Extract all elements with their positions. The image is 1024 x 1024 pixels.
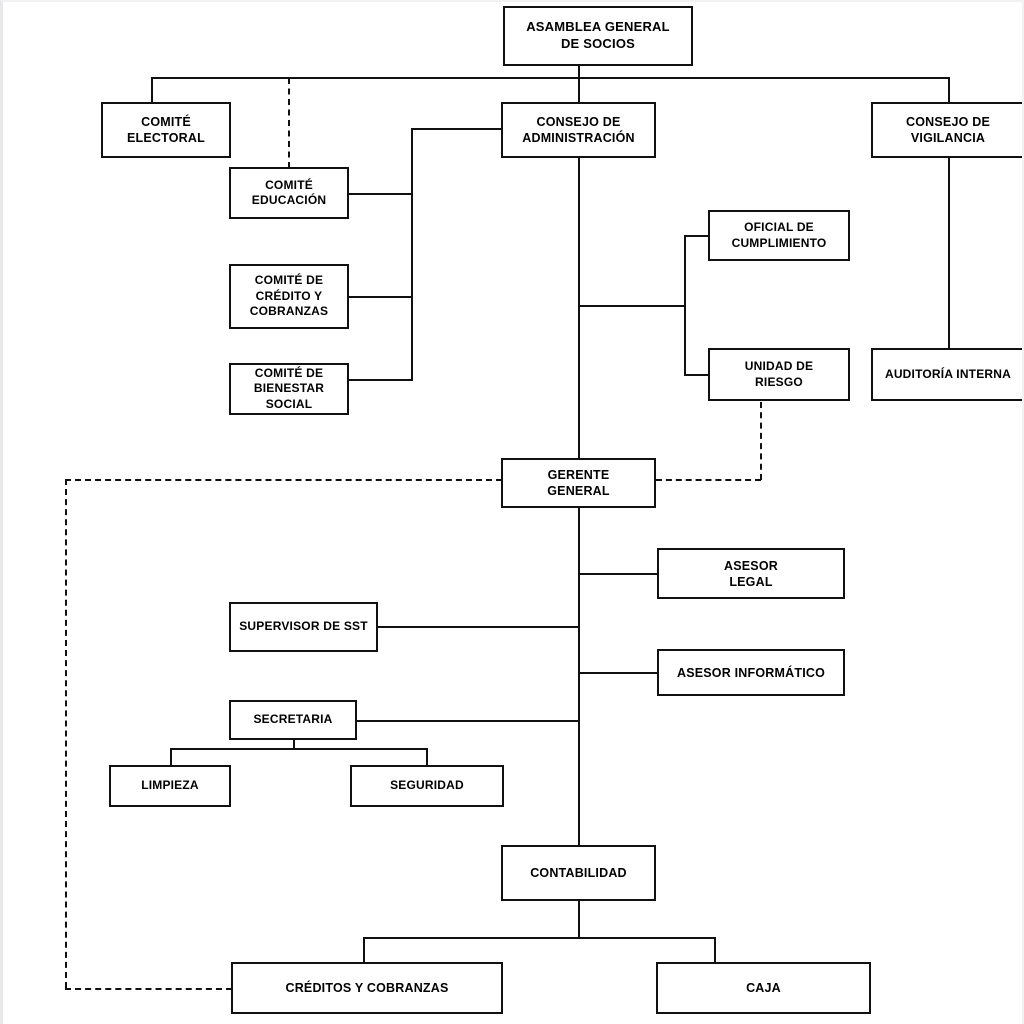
node-label-asamblea: ASAMBLEA GENERAL DE SOCIOS xyxy=(526,19,670,51)
connector-comites-bus-vertical xyxy=(411,128,414,380)
node-auditoria[interactable]: AUDITORÍA INTERNA xyxy=(871,348,1022,401)
node-contabilidad[interactable]: CONTABILIDAD xyxy=(501,845,656,901)
dashed-connector-gerente-to-creditos-horiz-top xyxy=(65,479,502,481)
node-comite_cred[interactable]: COMITÉ DE CRÉDITO Y COBRANZAS xyxy=(229,264,349,329)
node-label-unidad_riesgo: UNIDAD DE RIESGO xyxy=(744,359,814,389)
node-gerente[interactable]: GERENTE GENERAL xyxy=(501,458,656,508)
node-label-caja: CAJA xyxy=(746,981,781,995)
connector-consejo-adm-spine xyxy=(578,158,581,458)
connector-comite-bien-link xyxy=(349,379,413,382)
node-comite_elect[interactable]: COMITÉ ELECTORAL xyxy=(101,102,231,158)
node-unidad_riesgo[interactable]: UNIDAD DE RIESGO xyxy=(708,348,850,401)
node-label-contabilidad: CONTABILIDAD xyxy=(530,866,627,880)
node-label-comite_cred: COMITÉ DE CRÉDITO Y COBRANZAS xyxy=(249,273,329,319)
connector-bus-to-caja xyxy=(714,937,717,963)
connector-comite-educ-link xyxy=(349,193,413,196)
node-label-gerente: GERENTE GENERAL xyxy=(547,468,610,498)
connector-riesgo-branch-out xyxy=(578,305,684,308)
connector-bus-to-consejo-vig xyxy=(948,77,951,102)
connector-asamblea-bus xyxy=(151,77,948,80)
connector-bus-to-comite-electoral xyxy=(151,77,154,102)
connector-bus-to-consejo-adm-left xyxy=(411,128,503,131)
connector-bus-to-limpieza xyxy=(170,748,173,766)
node-seguridad[interactable]: SEGURIDAD xyxy=(350,765,504,807)
dashed-connector-asamblea-bus-to-comite-educacion xyxy=(288,78,290,168)
connector-asamblea-stem-down xyxy=(578,66,581,77)
node-creditos[interactable]: CRÉDITOS Y COBRANZAS xyxy=(231,962,503,1014)
connector-bus-to-seguridad xyxy=(426,748,429,766)
connector-gerente-spine xyxy=(578,508,581,845)
node-label-comite_educ: COMITÉ EDUCACIÓN xyxy=(251,177,327,207)
connector-secretaria-stem xyxy=(293,740,296,750)
node-asesor_legal[interactable]: ASESOR LEGAL xyxy=(657,548,845,599)
node-label-limpieza: LIMPIEZA xyxy=(141,778,199,793)
node-asamblea[interactable]: ASAMBLEA GENERAL DE SOCIOS xyxy=(503,6,693,66)
connector-to-oficial-cumplimiento xyxy=(684,235,710,238)
connector-bus-to-consejo-adm xyxy=(578,77,581,102)
node-label-comite_elect: COMITÉ ELECTORAL xyxy=(127,115,205,145)
connector-to-supervisor-sst xyxy=(378,626,579,629)
node-label-consejo_vig: CONSEJO DE VIGILANCIA xyxy=(906,115,990,145)
node-consejo_adm[interactable]: CONSEJO DE ADMINISTRACIÓN xyxy=(501,102,656,158)
connector-riesgo-branch-vertical xyxy=(684,235,687,375)
node-label-consejo_adm: CONSEJO DE ADMINISTRACIÓN xyxy=(522,115,635,145)
connector-to-secretaria xyxy=(357,720,579,723)
connector-contabilidad-bus xyxy=(363,937,714,940)
node-limpieza[interactable]: LIMPIEZA xyxy=(109,765,231,807)
dashed-connector-gerente-to-creditos-vert xyxy=(65,479,67,988)
connector-comite-cred-link xyxy=(349,296,413,299)
node-secretaria[interactable]: SECRETARIA xyxy=(229,700,357,740)
node-label-comite_bien: COMITÉ DE BIENESTAR SOCIAL xyxy=(253,365,325,411)
node-label-auditoria: AUDITORÍA INTERNA xyxy=(884,366,1012,381)
connector-to-asesor-informatico xyxy=(578,672,659,675)
node-label-creditos: CRÉDITOS Y COBRANZAS xyxy=(285,981,449,995)
connector-secretaria-bus xyxy=(170,748,427,751)
node-label-seguridad: SEGURIDAD xyxy=(390,778,464,793)
connector-to-asesor-legal xyxy=(578,573,659,576)
node-comite_bien[interactable]: COMITÉ DE BIENESTAR SOCIAL xyxy=(229,363,349,415)
dashed-connector-gerente-to-creditos-horiz-bottom xyxy=(65,988,232,990)
dashed-connector-gerente-to-unidad-riesgo-vert xyxy=(760,402,762,480)
node-asesor_info[interactable]: ASESOR INFORMÁTICO xyxy=(657,649,845,696)
node-caja[interactable]: CAJA xyxy=(656,962,871,1014)
node-consejo_vig[interactable]: CONSEJO DE VIGILANCIA xyxy=(871,102,1022,158)
connector-consejo-vig-stem xyxy=(948,158,951,348)
node-label-asesor_info: ASESOR INFORMÁTICO xyxy=(676,665,826,680)
node-oficial_cump[interactable]: OFICIAL DE CUMPLIMIENTO xyxy=(708,210,850,261)
node-label-supervisor: SUPERVISOR DE SST xyxy=(239,619,368,634)
node-label-asesor_legal: ASESOR LEGAL xyxy=(724,558,778,589)
node-label-secretaria: SECRETARIA xyxy=(253,712,333,727)
connector-contabilidad-stem xyxy=(578,901,581,937)
node-label-oficial_cump: OFICIAL DE CUMPLIMIENTO xyxy=(731,220,827,250)
connector-bus-to-creditos xyxy=(363,937,366,963)
node-supervisor[interactable]: SUPERVISOR DE SST xyxy=(229,602,378,652)
node-comite_educ[interactable]: COMITÉ EDUCACIÓN xyxy=(229,167,349,219)
connector-to-unidad-riesgo xyxy=(684,374,710,377)
dashed-connector-gerente-to-unidad-riesgo-horiz xyxy=(656,479,761,481)
